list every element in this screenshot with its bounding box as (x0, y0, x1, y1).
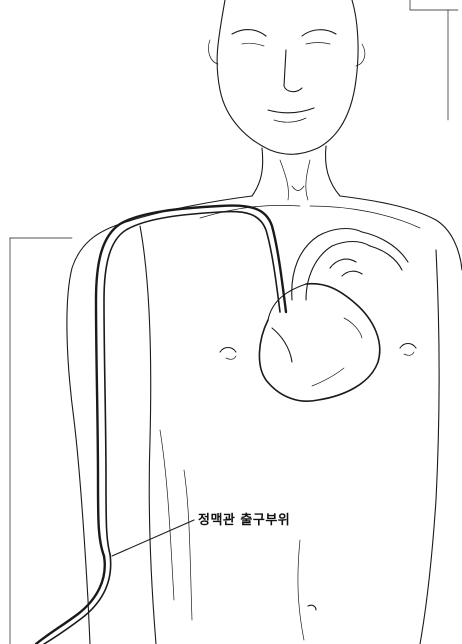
catheter-exit-site-label: 정맥관 출구부위 (198, 509, 290, 528)
frame-lines (10, 0, 458, 644)
exit-site-leader-line (112, 520, 194, 556)
catheter (36, 206, 286, 644)
torso (67, 196, 462, 644)
head (208, 0, 364, 154)
heart (259, 229, 408, 402)
